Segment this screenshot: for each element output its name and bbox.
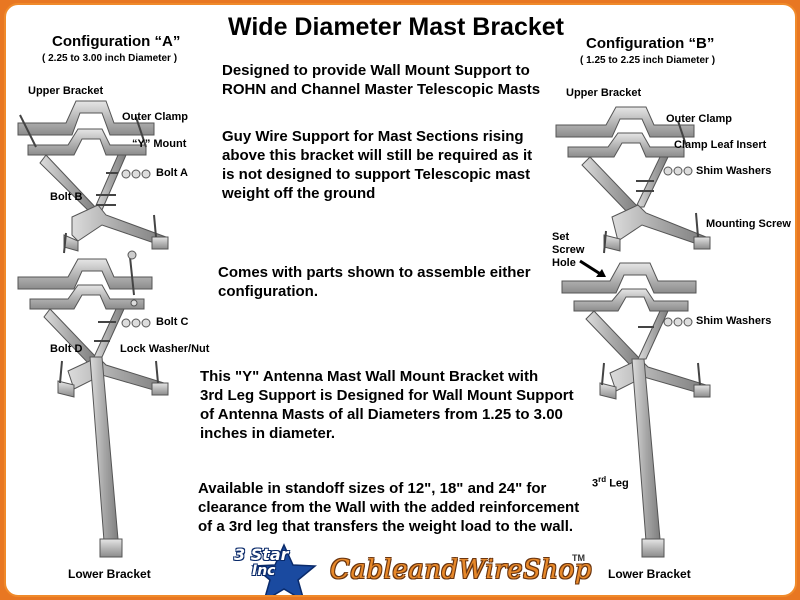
config-a-upper-bracket-label: Upper Bracket: [28, 85, 104, 97]
page-title: Wide Diameter Mast Bracket: [227, 13, 564, 41]
logo-trademark: TM: [572, 553, 585, 563]
config-b-upper-bracket-illustration: [555, 106, 711, 254]
logo-inc-text: Inc: [252, 563, 276, 579]
config-a-bolt-a-label: Bolt A: [156, 167, 188, 179]
logo-3-star-text: 3 Star: [234, 545, 289, 564]
config-a-title: Configuration “A”: [52, 33, 181, 50]
description-block-4: This "Y" Antenna Mast Wall Mount Bracket…: [200, 368, 574, 442]
config-b-lower-bracket-illustration: [561, 262, 711, 558]
config-a-lower-bracket-illustration: [17, 250, 169, 558]
3-star-logo-icon: [251, 543, 317, 595]
config-b-outer-clamp-label: Outer Clamp: [666, 113, 733, 125]
config-b-third-leg-label: 3rd Leg: [592, 475, 629, 490]
description-block-2: Guy Wire Support for Mast Sections risin…: [222, 128, 533, 202]
config-b-title: Configuration “B”: [586, 35, 715, 52]
config-b-mounting-screw-label: Mounting Screw: [706, 218, 791, 230]
logo-cableandwireshop-text: CableandWireShop: [330, 555, 592, 585]
config-a-bolt-c-label: Bolt C: [156, 316, 189, 328]
config-a-bolt-d-label: Bolt D: [50, 343, 83, 355]
description-block-3: Comes with parts shown to assemble eithe…: [218, 264, 531, 300]
config-a-y-mount-label: “Y” Mount: [132, 138, 187, 150]
config-a-lock-washer-label: Lock Washer/Nut: [120, 343, 210, 355]
config-b-lower-bracket-label: Lower Bracket: [608, 567, 691, 581]
config-b-shim-washers-2-label: Shim Washers: [696, 315, 772, 327]
page-frame: Wide Diameter Mast Bracket Configuration…: [4, 3, 797, 597]
config-b-subtitle: ( 1.25 to 2.25 inch Diameter ): [580, 55, 716, 66]
config-a-lower-bracket-label: Lower Bracket: [68, 567, 151, 581]
config-a-bolt-b-label: Bolt B: [50, 191, 83, 203]
config-a-subtitle: ( 2.25 to 3.00 inch Diameter ): [42, 53, 178, 64]
config-b-upper-bracket-label: Upper Bracket: [566, 87, 642, 99]
description-block-5: Available in standoff sizes of 12", 18" …: [198, 480, 580, 535]
bracket-illustrations: [17, 100, 711, 595]
config-b-shim-washers-label: Shim Washers: [696, 165, 772, 177]
description-block-1: Designed to provide Wall Mount Support t…: [222, 62, 541, 98]
set-screw-arrow: [579, 259, 606, 277]
config-b-set-screw-hole-label: Set Screw Hole: [552, 231, 585, 269]
config-b-clamp-leaf-label: Clamp Leaf Insert: [674, 139, 767, 151]
config-a-upper-bracket-illustration: [17, 100, 169, 254]
config-a-outer-clamp-label: Outer Clamp: [122, 111, 189, 123]
